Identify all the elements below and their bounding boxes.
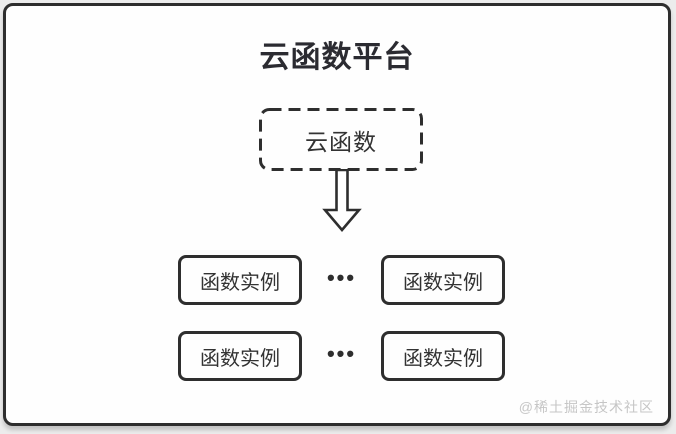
instance-row-2: 函数实例 ••• 函数实例 [178, 331, 505, 381]
instance-row-1: 函数实例 ••• 函数实例 [178, 255, 505, 305]
watermark: @稀土掘金技术社区 [518, 399, 654, 415]
cloud-function-label: 云函数 [305, 128, 377, 155]
dashed-border [259, 108, 423, 171]
function-instance-node: 函数实例 [178, 331, 302, 381]
diagram-title: 云函数平台 [259, 41, 415, 74]
ellipsis-dots: ••• [326, 341, 357, 366]
function-instance-node: 函数实例 [178, 255, 302, 305]
function-instance-node: 函数实例 [380, 255, 505, 305]
down-arrow-icon [322, 169, 362, 233]
diagram-frame: 云函数平台 云函数 函数实例 ••• 函数实例 函数实例 ••• 函数实例 @稀… [3, 3, 671, 426]
function-instance-node: 函数实例 [380, 331, 505, 381]
cloud-function-node: 云函数 [259, 108, 423, 171]
ellipsis-dots: ••• [326, 265, 357, 290]
